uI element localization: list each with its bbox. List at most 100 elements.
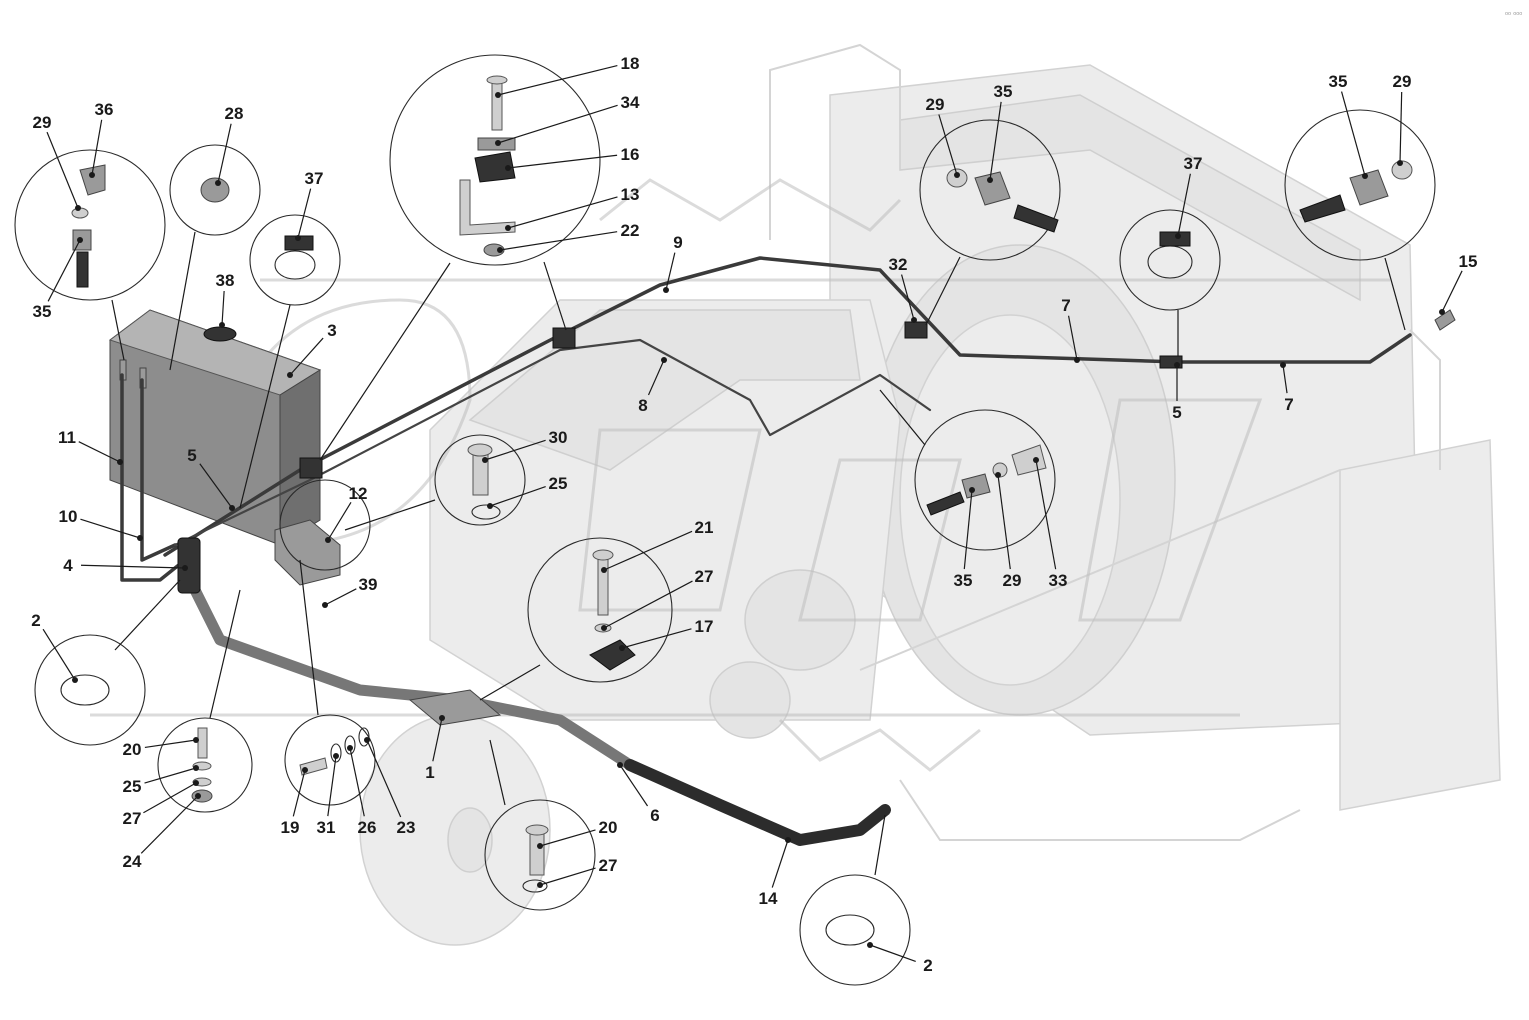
callout-label-1: 1 bbox=[425, 763, 434, 782]
detail-connector-line bbox=[344, 499, 436, 531]
callout-anchor-33 bbox=[1033, 457, 1039, 463]
hose-connector bbox=[177, 537, 201, 594]
callout-anchor-19 bbox=[302, 767, 308, 773]
callout-anchor-5 bbox=[229, 505, 235, 511]
callout-anchor-15 bbox=[1439, 309, 1445, 315]
callout-anchor-35 bbox=[1362, 173, 1368, 179]
callout-anchor-9 bbox=[663, 287, 669, 293]
detail-circles bbox=[14, 54, 1436, 986]
radiator-top-ghost bbox=[899, 94, 1361, 302]
callout-label-6: 6 bbox=[650, 806, 659, 825]
washer-26 bbox=[344, 735, 356, 755]
cushion-16 bbox=[474, 151, 516, 183]
callout-label-27: 27 bbox=[599, 856, 618, 875]
callout-anchor-13 bbox=[505, 225, 511, 231]
fuel-line-10 bbox=[140, 378, 177, 562]
callout-label-33: 33 bbox=[1049, 571, 1068, 590]
callout-anchor-29 bbox=[75, 205, 81, 211]
pipe-end-right bbox=[1299, 194, 1346, 223]
callout-label-38: 38 bbox=[216, 271, 235, 290]
washer-27-bottom bbox=[522, 879, 548, 893]
callout-anchor-2 bbox=[867, 942, 873, 948]
detail-circle-18 bbox=[389, 54, 601, 266]
callout-leader-18 bbox=[497, 65, 618, 96]
callout-leader-9 bbox=[665, 252, 676, 291]
callout-leader-29 bbox=[997, 474, 1011, 570]
callout-label-17: 17 bbox=[695, 617, 714, 636]
plug-15 bbox=[1434, 309, 1456, 331]
callout-label-13: 13 bbox=[621, 185, 640, 204]
callout-label-27: 27 bbox=[695, 567, 714, 586]
ghost-machinery bbox=[359, 43, 1501, 946]
callout-label-22: 22 bbox=[621, 221, 640, 240]
callout-label-39: 39 bbox=[359, 575, 378, 594]
callout-leader-20 bbox=[539, 829, 596, 847]
callout-label-25: 25 bbox=[549, 474, 568, 493]
detail-connector-line bbox=[543, 261, 567, 331]
callout-label-3: 3 bbox=[327, 321, 336, 340]
callout-leader-27 bbox=[539, 867, 596, 886]
callout-label-20: 20 bbox=[123, 740, 142, 759]
bolt-18-head bbox=[486, 75, 508, 85]
flywheel-hub-ghost bbox=[447, 807, 493, 873]
callout-leader-35 bbox=[47, 239, 81, 302]
detail-connector-line bbox=[879, 389, 926, 446]
callout-label-19: 19 bbox=[281, 818, 300, 837]
washer-25-mid bbox=[471, 504, 501, 520]
nut-35-mid bbox=[961, 473, 991, 499]
callout-label-14: 14 bbox=[759, 889, 778, 908]
callout-leader-24 bbox=[140, 795, 199, 854]
nut-35-top bbox=[974, 171, 1011, 206]
callout-anchor-24 bbox=[195, 793, 201, 799]
detail-circle-28 bbox=[169, 144, 261, 236]
washer-31 bbox=[330, 743, 342, 763]
washer-23 bbox=[358, 727, 370, 747]
callout-leader-1 bbox=[432, 717, 443, 762]
callout-leader-27 bbox=[603, 580, 693, 629]
callout-anchor-29 bbox=[954, 172, 960, 178]
fuel-hose-6 bbox=[184, 574, 636, 771]
detail-circle-19 bbox=[284, 714, 376, 806]
fuel-line-9-7 bbox=[163, 256, 1412, 557]
detail-connector-line bbox=[239, 304, 291, 509]
callout-anchor-5 bbox=[1174, 362, 1180, 368]
bracket-39 bbox=[274, 519, 341, 586]
callout-anchor-37 bbox=[295, 235, 301, 241]
callout-label-37: 37 bbox=[305, 169, 324, 188]
detail-connector-line bbox=[319, 262, 451, 461]
callout-label-7: 7 bbox=[1061, 296, 1070, 315]
detail-circle-33 bbox=[914, 409, 1056, 551]
muffler-ghost bbox=[1339, 439, 1501, 811]
callout-leader-36 bbox=[91, 119, 103, 176]
callout-anchor-8 bbox=[661, 357, 667, 363]
detail-connector-line bbox=[479, 664, 541, 701]
callout-leader-34 bbox=[497, 104, 618, 144]
callout-leader-28 bbox=[217, 123, 232, 184]
watermark-letter-e bbox=[798, 458, 962, 622]
bracket-1 bbox=[408, 689, 502, 726]
callout-leader-35 bbox=[1340, 91, 1366, 177]
callout-leader-2 bbox=[42, 628, 76, 681]
callout-label-15: 15 bbox=[1459, 252, 1478, 271]
callout-anchor-39 bbox=[322, 602, 328, 608]
callout-label-8: 8 bbox=[638, 396, 647, 415]
detail-circle-20-bottom bbox=[484, 799, 596, 911]
callout-leader-10 bbox=[80, 518, 141, 539]
callout-leader-2 bbox=[869, 944, 916, 962]
fuel-lines bbox=[120, 256, 1456, 846]
callout-anchor-32 bbox=[911, 317, 917, 323]
corner-mark: ᵒᵒ ᵒᵒᵒ bbox=[1505, 10, 1522, 19]
callout-leader-22 bbox=[499, 231, 618, 251]
callout-label-16: 16 bbox=[621, 145, 640, 164]
clamp-on-line-1 bbox=[552, 327, 576, 349]
callout-label-36: 36 bbox=[95, 100, 114, 119]
callout-anchor-23 bbox=[364, 737, 370, 743]
callout-anchor-20 bbox=[537, 843, 543, 849]
lower-hose-ghost bbox=[899, 779, 1301, 841]
exhaust-pipe-ghost bbox=[1409, 329, 1441, 470]
callout-anchor-3 bbox=[287, 372, 293, 378]
callout-anchor-10 bbox=[137, 535, 143, 541]
callout-anchor-27 bbox=[601, 625, 607, 631]
hose-clamp-37-left bbox=[274, 250, 316, 280]
